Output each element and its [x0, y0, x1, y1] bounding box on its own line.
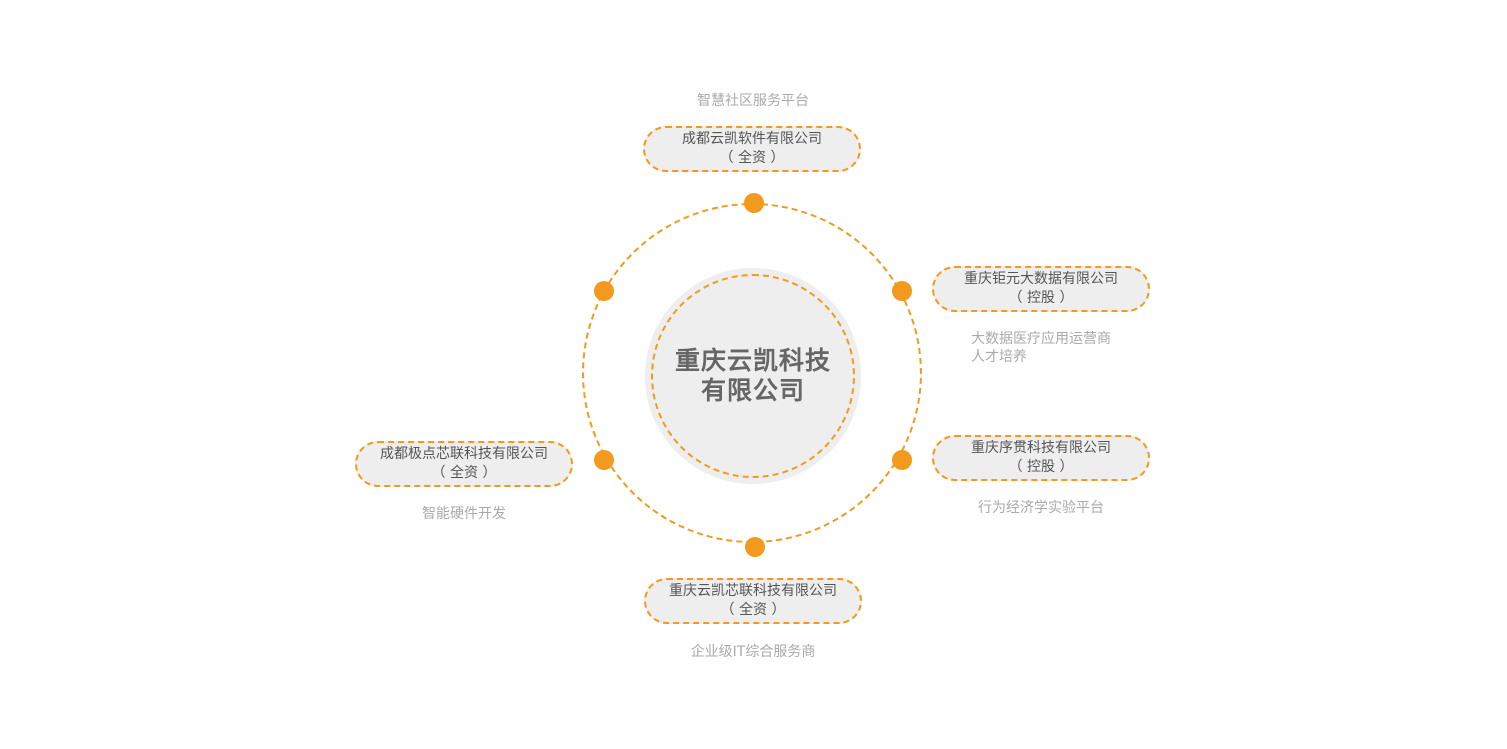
center-name-line2: 有限公司	[700, 376, 805, 405]
lower-right-subsidiary-description: 行为经济学实验平台	[978, 500, 1104, 516]
bottom-subsidiary-name: 重庆云凯芯联科技有限公司	[669, 583, 837, 599]
lower-right-subsidiary-ownership: （ 控股 ）	[1008, 459, 1074, 475]
upper-right-subsidiary-name: 重庆钜元大数据有限公司	[964, 271, 1118, 287]
ring-dot-lower-right	[892, 450, 912, 470]
upper-right-description-line2: 人才培养	[971, 349, 1027, 365]
ring-dot-upper-left	[594, 281, 614, 301]
lower-right-subsidiary-box: 重庆序贯科技有限公司 （ 控股 ）	[932, 435, 1150, 481]
ring-dot-lower-left	[594, 450, 614, 470]
upper-right-subsidiary-description: 大数据医疗应用运营商 人才培养	[971, 330, 1111, 366]
ring-dot-bottom	[745, 537, 765, 557]
ring-dot-upper-right	[892, 281, 912, 301]
left-subsidiary-description: 智能硬件开发	[422, 506, 506, 522]
left-subsidiary-box: 成都极点芯联科技有限公司 （ 全资 ）	[355, 441, 573, 487]
upper-right-subsidiary-box: 重庆钜元大数据有限公司 （ 控股 ）	[932, 266, 1150, 312]
top-subsidiary-box: 成都云凯软件有限公司 （ 全资 ）	[643, 126, 861, 172]
center-company-name: 重庆云凯科技 有限公司	[645, 268, 861, 484]
bottom-subsidiary-description: 企业级IT综合服务商	[690, 644, 816, 660]
left-subsidiary-ownership: （ 全资 ）	[431, 465, 497, 481]
lower-right-subsidiary-name: 重庆序贯科技有限公司	[971, 440, 1111, 456]
upper-right-description-line1: 大数据医疗应用运营商	[971, 331, 1111, 347]
center-dashed-ring	[651, 274, 855, 478]
top-subsidiary-description: 智慧社区服务平台	[697, 93, 809, 109]
left-subsidiary-name: 成都极点芯联科技有限公司	[380, 446, 548, 462]
top-subsidiary-ownership: （ 全资 ）	[719, 150, 785, 166]
top-subsidiary-name: 成都云凯软件有限公司	[682, 131, 822, 147]
bottom-subsidiary-ownership: （ 全资 ）	[720, 602, 786, 618]
center-name-line1: 重庆云凯科技	[674, 346, 831, 375]
bottom-subsidiary-box: 重庆云凯芯联科技有限公司 （ 全资 ）	[644, 578, 862, 624]
upper-right-subsidiary-ownership: （ 控股 ）	[1008, 290, 1074, 306]
ring-dot-top	[744, 193, 764, 213]
